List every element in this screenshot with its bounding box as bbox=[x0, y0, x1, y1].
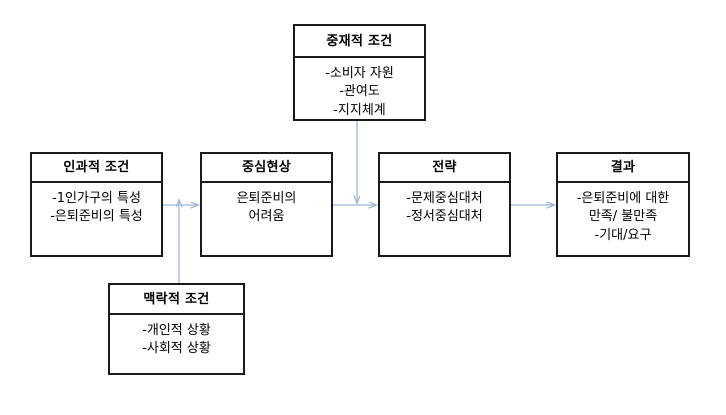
node-line: -관여도 bbox=[339, 84, 380, 100]
node-contextual-condition-body: -개인적 상황 -사회적 상황 bbox=[110, 315, 243, 373]
node-line: -개인적 상황 bbox=[142, 323, 211, 338]
node-line: 은퇴준비의 bbox=[236, 191, 297, 206]
node-contextual-condition-title: 맥락적 조건 bbox=[110, 285, 243, 315]
node-line: -은퇴준비의 특성 bbox=[50, 209, 143, 225]
node-strategy: 전략 -문제중심대처 -정서중심대처 bbox=[378, 152, 511, 257]
node-line: -지지체계 bbox=[333, 102, 386, 118]
node-line: -사회적 상황 bbox=[142, 341, 211, 357]
node-causal-condition-title: 인과적 조건 bbox=[32, 154, 161, 183]
node-central-phenomenon: 중심현상 은퇴준비의 어려움 bbox=[200, 152, 333, 257]
node-strategy-body: -문제중심대처 -정서중심대처 bbox=[380, 183, 509, 255]
node-central-phenomenon-title: 중심현상 bbox=[202, 154, 331, 183]
node-contextual-condition: 맥락적 조건 -개인적 상황 -사회적 상황 bbox=[108, 283, 245, 375]
node-line: -1인가구의 특성 bbox=[52, 191, 141, 206]
node-result-body: -은퇴준비에 대한 만족/ 불만족 -기대/요구 bbox=[558, 183, 688, 255]
node-line: -기대/요구 bbox=[594, 227, 652, 243]
node-central-phenomenon-body: 은퇴준비의 어려움 bbox=[202, 183, 331, 255]
node-result-title: 결과 bbox=[558, 154, 688, 183]
node-intervening-condition: 중재적 조건 -소비자 자원 -관여도 -지지체계 bbox=[293, 24, 426, 121]
node-strategy-title: 전략 bbox=[380, 154, 509, 183]
node-line: -문제중심대처 bbox=[406, 191, 483, 206]
node-line: -은퇴준비에 대한 bbox=[576, 191, 670, 206]
node-intervening-condition-body: -소비자 자원 -관여도 -지지체계 bbox=[295, 58, 424, 120]
node-line: -소비자 자원 bbox=[325, 66, 394, 81]
node-line: -정서중심대처 bbox=[406, 209, 483, 225]
node-line: 어려움 bbox=[248, 209, 285, 225]
node-result: 결과 -은퇴준비에 대한 만족/ 불만족 -기대/요구 bbox=[556, 152, 690, 257]
node-causal-condition-body: -1인가구의 특성 -은퇴준비의 특성 bbox=[32, 183, 161, 255]
node-intervening-condition-title: 중재적 조건 bbox=[295, 26, 424, 58]
node-causal-condition: 인과적 조건 -1인가구의 특성 -은퇴준비의 특성 bbox=[30, 152, 163, 257]
node-line: 만족/ 불만족 bbox=[588, 209, 658, 225]
